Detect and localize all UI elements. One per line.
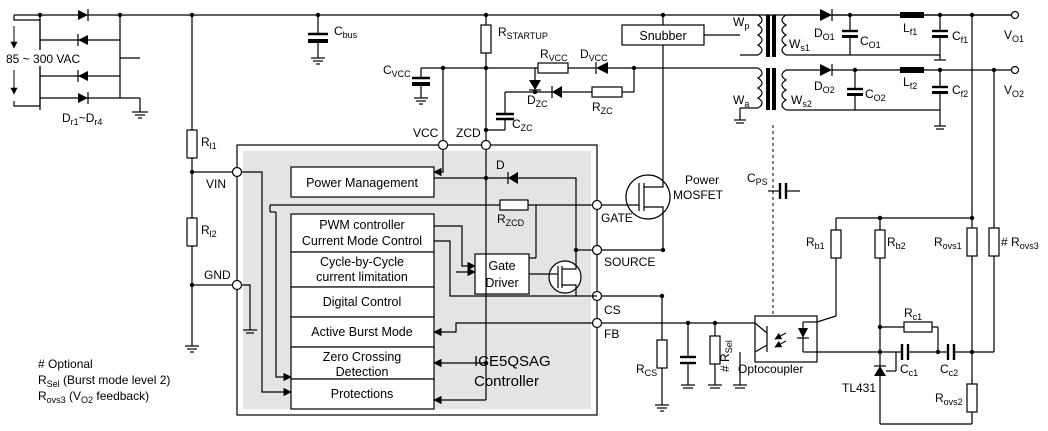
feedback-network — [820, 15, 1000, 425]
svg-text:Current Mode Control: Current Mode Control — [302, 234, 422, 248]
bridge-diode-icon — [77, 9, 89, 104]
gate-pin — [591, 199, 603, 211]
gate-driver-block: Gate Driver — [474, 253, 530, 295]
cbus-label: Cbus — [334, 24, 358, 40]
cs-pin-label: CS — [604, 303, 621, 317]
lf2-label: Lf2 — [903, 75, 917, 91]
snubber-block: Snubber — [621, 15, 740, 178]
rl2-label: Rl2 — [201, 223, 217, 239]
zcd-pin-label: ZCD — [456, 126, 481, 140]
cps-capacitor — [768, 183, 800, 199]
internal-diode-label: D — [496, 158, 505, 172]
fb-pin — [591, 317, 603, 329]
wa-label: Wa — [733, 93, 749, 109]
cf1-label: Cf1 — [952, 29, 968, 45]
legend-notes: # Optional RSel (Burst mode level 2) Rov… — [38, 357, 170, 405]
co2-label: CO2 — [865, 87, 886, 103]
rzcd-label: RZCD — [497, 212, 525, 228]
cf2-label: Cf2 — [952, 83, 968, 99]
svg-text:Snubber: Snubber — [639, 29, 686, 43]
svg-text:Cycle-by-Cycle: Cycle-by-Cycle — [320, 255, 404, 269]
output-stage-2 — [798, 64, 1015, 130]
optocoupler — [754, 315, 837, 363]
rzc-label: RZC — [592, 100, 613, 116]
input-divider — [185, 15, 237, 353]
gnd-pin-label: GND — [204, 268, 231, 282]
controller-name: ICE5QSAG — [474, 353, 551, 370]
rcs-label: RCS — [636, 362, 657, 378]
co1-label: CO1 — [860, 34, 881, 50]
bridge-label: Dr1~Dr4 — [62, 111, 102, 127]
rovs1-label: Rovs1 — [934, 235, 962, 251]
wp-label: Wp — [733, 15, 749, 31]
svg-text:PWM controller: PWM controller — [319, 218, 404, 232]
source-pin — [591, 244, 603, 256]
svg-text:Driver: Driver — [485, 276, 518, 290]
input-rectifier — [10, 9, 1015, 119]
dvcc-label: DVCC — [580, 47, 608, 63]
svg-text:Digital Control: Digital Control — [323, 295, 402, 309]
do1-label: DO1 — [814, 26, 835, 42]
svg-text:Gate: Gate — [488, 259, 515, 273]
ac-input-label: 85 ~ 300 VAC — [6, 52, 80, 66]
rovs3-label: # Rovs3 — [1001, 235, 1039, 251]
svg-text:Power Management: Power Management — [306, 176, 418, 190]
rsel-label: # RSel — [718, 340, 734, 372]
rvcc-label: RVCC — [540, 47, 568, 63]
controller-subtitle: Controller — [474, 373, 539, 390]
vcc-pin-label: VCC — [413, 126, 439, 140]
fb-pin-label: FB — [604, 327, 619, 341]
gate-pin-label: GATE — [601, 211, 633, 225]
power-mosfet-label-1: Power — [685, 173, 719, 187]
optocoupler-label: Optocoupler — [738, 362, 803, 376]
note-rsel: RSel (Burst mode level 2) — [38, 373, 170, 389]
power-mosfet-label-2: MOSFET — [673, 188, 724, 202]
rstartup-label: RSTARTUP — [498, 25, 548, 41]
transformer — [734, 14, 820, 330]
note-rovs3: Rovs3 (VO2 feedback) — [38, 389, 149, 405]
cs-fb-externals — [602, 295, 755, 412]
output-stage-1 — [798, 9, 1015, 61]
rb2-label: Rb2 — [887, 235, 906, 251]
rb1-label: Rb1 — [806, 235, 825, 251]
power-management-block: Power Management — [290, 166, 435, 198]
vo2-label: VO2 — [1004, 83, 1024, 99]
note-optional: # Optional — [38, 357, 93, 371]
ws1-label: Ws1 — [789, 37, 810, 53]
do2-label: DO2 — [814, 79, 835, 95]
vo1-label: VO1 — [1004, 28, 1024, 44]
rc1-label: Rc1 — [904, 306, 922, 322]
bus-capacitor — [308, 15, 328, 65]
vcc-pin — [437, 139, 449, 151]
vin-pin — [231, 166, 243, 178]
svg-text:Active Burst Mode: Active Burst Mode — [311, 325, 412, 339]
svg-text:current limitation: current limitation — [316, 270, 408, 284]
lf1-label: Lf1 — [903, 21, 917, 37]
svg-text:Protections: Protections — [331, 387, 394, 401]
cvcc-label: CVCC — [383, 63, 411, 79]
ws2-label: Ws2 — [791, 93, 812, 109]
cc2-label: Cc2 — [940, 362, 958, 378]
svg-text:Zero Crossing: Zero Crossing — [323, 350, 402, 364]
cps-label: CPS — [747, 171, 768, 187]
czc-label: CZC — [512, 117, 533, 133]
cc1-label: Cc1 — [900, 362, 918, 378]
svg-text:Detection: Detection — [336, 365, 389, 379]
dzc-label: DZC — [527, 93, 548, 109]
tl431-label: TL431 — [842, 381, 876, 395]
gnd-pin — [231, 279, 243, 291]
zcd-pin — [480, 139, 492, 151]
rl1-label: Rl1 — [201, 135, 217, 151]
power-mosfet — [602, 174, 671, 250]
vin-pin-label: VIN — [206, 177, 226, 191]
rovs2-label: Rovs2 — [935, 391, 963, 407]
source-pin-label: SOURCE — [604, 255, 655, 269]
internal-wiring — [241, 150, 597, 405]
block-stack: PWM controller Current Mode Control Cycl… — [290, 213, 435, 410]
